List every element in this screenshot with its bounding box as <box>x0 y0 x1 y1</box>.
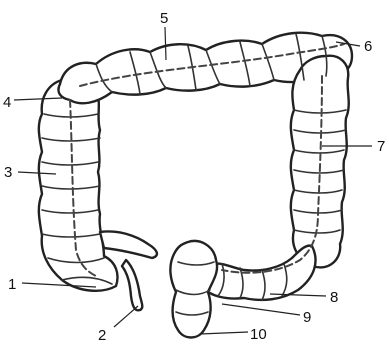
label-9: 9 <box>303 309 311 326</box>
leader-line-9 <box>222 304 300 315</box>
label-7: 7 <box>377 138 385 155</box>
label-4: 4 <box>3 94 11 111</box>
label-5: 5 <box>160 10 168 27</box>
leader-line-2 <box>114 306 138 327</box>
descending-colon <box>291 56 349 268</box>
label-6: 6 <box>364 38 372 55</box>
colon-illustration <box>39 33 352 338</box>
label-3: 3 <box>4 164 12 181</box>
ileum <box>100 232 157 259</box>
leader-line-10 <box>200 332 248 334</box>
label-10: 10 <box>250 326 267 343</box>
appendix <box>122 260 142 310</box>
label-2: 2 <box>98 327 106 344</box>
label-8: 8 <box>330 289 338 306</box>
label-1: 1 <box>8 276 16 293</box>
